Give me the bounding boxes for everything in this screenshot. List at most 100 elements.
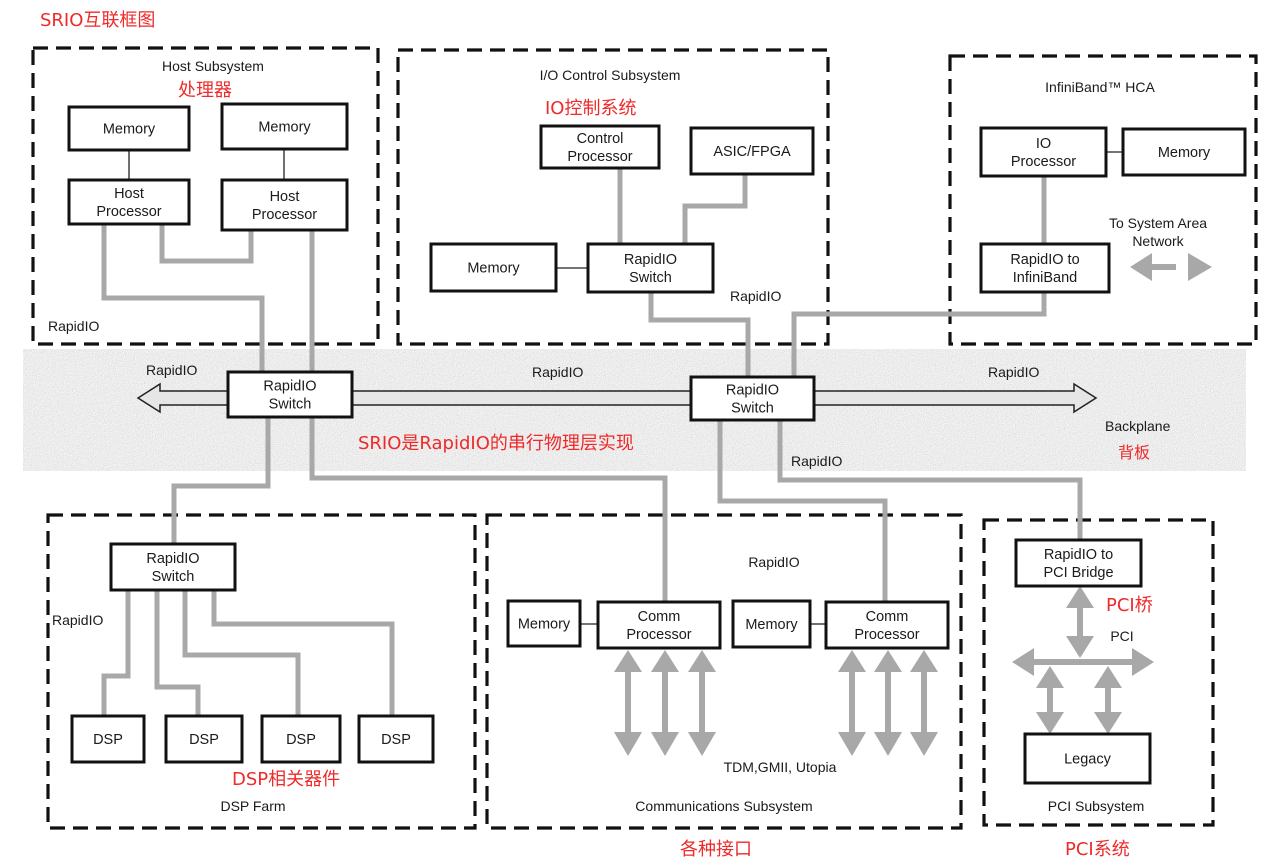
communications-subsystem-label: Communications Subsystem bbox=[635, 798, 812, 814]
link-dspswitch-dsp4 bbox=[211, 590, 395, 716]
to-san-double-arrow bbox=[1130, 253, 1212, 281]
host-subsystem-label: Host Subsystem bbox=[162, 58, 264, 74]
node-label: Memory bbox=[467, 261, 520, 277]
backplane-label: Backplane bbox=[1105, 418, 1171, 434]
backplane-band bbox=[23, 349, 1246, 471]
backplane-rapidio-mid: RapidIO bbox=[532, 364, 583, 380]
pci-bus-legacy-arrow-right bbox=[1094, 666, 1122, 734]
link-asic-ioswitch bbox=[682, 174, 748, 244]
infiniband-hca-box bbox=[948, 54, 1258, 346]
backplane-rapidio-left: RapidIO bbox=[146, 362, 197, 378]
host-subsystem-box bbox=[31, 46, 380, 346]
link-dspswitch-dsp3 bbox=[182, 590, 301, 716]
thin-connectors bbox=[128, 149, 1123, 625]
san-label-line2: Network bbox=[1132, 233, 1184, 249]
io-control-subsystem-label: I/O Control Subsystem bbox=[540, 67, 681, 83]
dsp-1-node: DSP bbox=[70, 714, 146, 764]
backplane-cn-label: 背板 bbox=[1118, 443, 1150, 462]
comm-interfaces-label: TDM,GMII, Utopia bbox=[724, 759, 837, 775]
link-dspswitch-dsp1 bbox=[101, 590, 131, 716]
node-label: DSP bbox=[189, 732, 219, 748]
link-bpswitch2-pcibridge bbox=[777, 420, 1083, 540]
dsp-2-node: DSP bbox=[164, 714, 244, 764]
comm-note: 各种接口 bbox=[680, 839, 752, 860]
link-host1-switch bbox=[101, 224, 265, 372]
legacy-node: Legacy bbox=[1023, 732, 1152, 785]
dsp-farm-label: DSP Farm bbox=[220, 798, 285, 814]
node-label: Legacy bbox=[1064, 752, 1112, 768]
io-rapidio-label: RapidIO bbox=[730, 288, 781, 304]
link-lines bbox=[101, 168, 1083, 716]
link-ioswitch-bpswitch2 bbox=[648, 292, 751, 377]
backplane-rapidio-right: RapidIO bbox=[988, 364, 1039, 380]
node-label: DSP bbox=[286, 732, 316, 748]
infiniband-memory-node: Memory bbox=[1121, 127, 1247, 177]
pci-bus-label: PCI bbox=[1110, 628, 1133, 644]
node-label: DSP bbox=[93, 732, 123, 748]
dsp-4-node: DSP bbox=[357, 714, 435, 764]
io-note: IO控制系统 bbox=[545, 98, 636, 119]
node-label: Memory bbox=[745, 617, 798, 633]
node-label: ASIC/FPGA bbox=[713, 144, 791, 160]
link-bpswitch1-dspswitch bbox=[171, 417, 271, 544]
node-label: Memory bbox=[103, 122, 156, 138]
host-rapidio-label: RapidIO bbox=[48, 318, 99, 334]
pci-subsystem-label: PCI Subsystem bbox=[1048, 798, 1144, 814]
dsp-rapidio-label: RapidIO bbox=[52, 612, 103, 628]
san-label-line1: To System Area bbox=[1109, 215, 1207, 231]
comm1-interface-arrows bbox=[614, 650, 716, 756]
pci-note: PCI系统 bbox=[1065, 839, 1130, 860]
dsp-farm-box bbox=[46, 513, 477, 830]
pci-bridge-bus-arrow bbox=[1066, 586, 1094, 658]
backplane-bus-arrow bbox=[136, 382, 1098, 414]
infiniband-hca-label: InfiniBand™ HCA bbox=[1045, 79, 1155, 95]
comm2-interface-arrows bbox=[838, 650, 938, 756]
diagram-title: SRIO互联框图 bbox=[40, 10, 155, 31]
io-memory-node: Memory bbox=[429, 242, 558, 293]
pci-subsystem-box bbox=[982, 518, 1215, 827]
io-control-subsystem-box bbox=[396, 48, 830, 346]
node-label: DSP bbox=[381, 732, 411, 748]
host-note: 处理器 bbox=[178, 80, 232, 101]
pci-bus-arrow bbox=[1012, 648, 1154, 676]
asic-fpga-node: ASIC/FPGA bbox=[689, 126, 815, 176]
backplane-note: SRIO是RapidIO的串行物理层实现 bbox=[358, 433, 634, 454]
gray-arrows bbox=[614, 253, 1212, 756]
link-host1-host2 bbox=[159, 224, 254, 264]
node-label: Memory bbox=[518, 617, 571, 633]
communications-subsystem-box bbox=[485, 513, 963, 830]
node-label: Memory bbox=[1158, 145, 1211, 161]
dsp-note: DSP相关器件 bbox=[232, 769, 340, 790]
backplane-rapidio-below: RapidIO bbox=[791, 453, 842, 469]
host-memory-1-node: Memory bbox=[67, 105, 191, 152]
pci-bus-legacy-arrow-left bbox=[1036, 666, 1064, 734]
link-ibbridge-bpswitch2 bbox=[791, 292, 1047, 377]
comm-rapidio-label: RapidIO bbox=[748, 554, 799, 570]
dsp-3-node: DSP bbox=[260, 714, 342, 764]
